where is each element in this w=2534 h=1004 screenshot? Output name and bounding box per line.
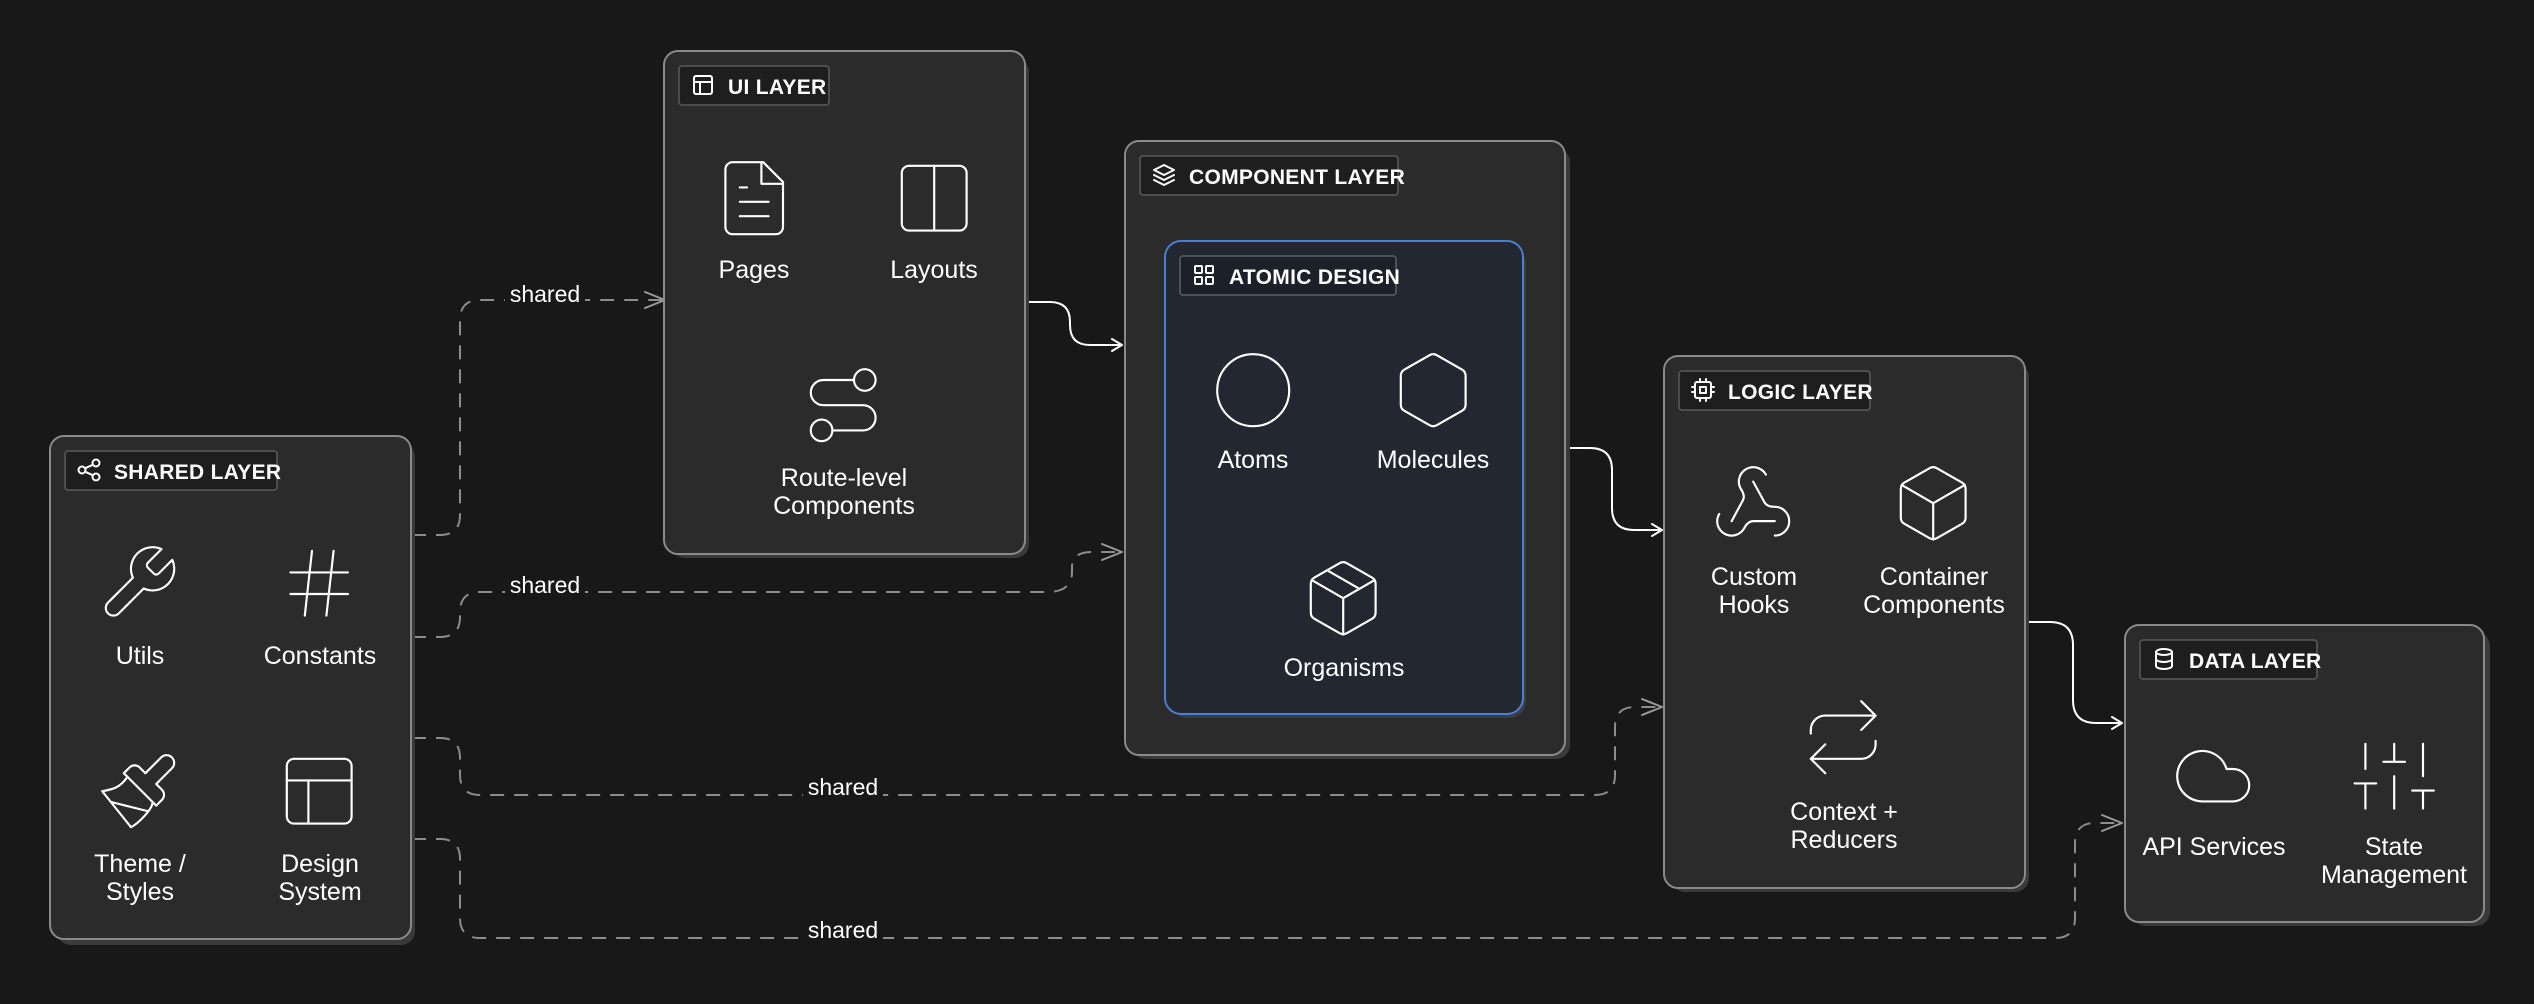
node-label: Constants	[264, 642, 377, 670]
edge-shared-to-component	[412, 543, 1123, 638]
group-panel	[1663, 355, 2026, 889]
cloud-icon	[2176, 749, 2251, 803]
node-label: Custom	[1711, 563, 1797, 591]
node-label: Utils	[116, 642, 165, 670]
group-title: DATA LAYER	[2189, 650, 2322, 673]
edge-shared-to-data	[412, 814, 2123, 939]
node-label: System	[278, 878, 361, 906]
node-label: State	[2365, 833, 2423, 861]
file-text-icon	[724, 161, 785, 236]
layers-icon	[1153, 164, 1175, 186]
node-label: Organisms	[1284, 654, 1405, 682]
node-label: Pages	[719, 256, 790, 284]
edge-label-shared-data: shared	[808, 917, 878, 943]
node-label: Styles	[106, 878, 174, 906]
node-theme-styles: Theme / Styles	[94, 754, 186, 906]
group-badge: COMPONENT LAYER	[1139, 155, 1405, 196]
node-custom-hooks: Custom Hooks	[1711, 466, 1797, 619]
package-icon	[1309, 561, 1377, 636]
node-label: Route-level	[781, 464, 907, 492]
paintbrush-icon	[101, 754, 176, 829]
group-data-layer: DATA LAYER API Services State Management	[2124, 624, 2490, 926]
circle-icon	[1216, 353, 1291, 428]
grid-icon	[1194, 265, 1214, 285]
edge-label-bg	[505, 281, 585, 309]
group-title: COMPONENT LAYER	[1189, 166, 1405, 189]
wrench-icon	[104, 546, 176, 617]
edge-label-bg	[803, 917, 883, 945]
node-layouts: Layouts	[890, 164, 978, 284]
share-icon	[77, 458, 101, 482]
edge-shared-to-ui	[412, 291, 666, 536]
group-ui-layer: UI LAYER Pages Layouts	[663, 50, 1029, 558]
hash-icon	[289, 549, 350, 617]
node-label: Components	[773, 492, 915, 520]
edge-ui-to-component	[1024, 301, 1123, 352]
node-route-level-components: Route-level Components	[773, 368, 915, 520]
group-badge: SHARED LAYER	[64, 450, 281, 491]
sliders-icon	[2353, 742, 2435, 810]
node-state-management: State Management	[2321, 742, 2467, 889]
node-utils: Utils	[104, 546, 176, 670]
node-label: Container	[1880, 563, 1988, 591]
node-label: Design	[281, 850, 359, 878]
group-title: UI LAYER	[728, 76, 826, 99]
node-label: Theme /	[94, 850, 186, 878]
edge-label-bg	[505, 572, 585, 600]
edge-label-bg	[803, 774, 883, 802]
group-component-layer: COMPONENT LAYER ATOMIC DESIGN Atoms	[1124, 140, 1570, 759]
node-organisms: Organisms	[1284, 561, 1405, 682]
edge-label-shared-component: shared	[510, 572, 580, 598]
node-label: Molecules	[1377, 446, 1490, 474]
node-label: Context +	[1790, 798, 1898, 826]
cpu-icon	[1691, 378, 1715, 402]
group-shared-layer: SHARED LAYER Utils Constants Theme /	[49, 435, 415, 945]
group-atomic-design: ATOMIC DESIGN Atoms Molecules	[1164, 240, 1526, 718]
hexagon-icon	[1399, 353, 1467, 428]
group-badge: DATA LAYER	[2139, 639, 2322, 680]
group-panel	[2124, 624, 2485, 923]
edge-component-to-logic	[1565, 447, 1663, 537]
node-label: Components	[1863, 591, 2005, 619]
columns-icon	[900, 164, 968, 232]
node-atoms: Atoms	[1216, 353, 1291, 474]
edge-label-shared-ui: shared	[510, 281, 580, 307]
node-label: Hooks	[1719, 591, 1790, 619]
node-pages: Pages	[719, 161, 790, 284]
group-panel	[1164, 240, 1524, 715]
edge-label-shared-logic: shared	[808, 774, 878, 800]
node-api-services: API Services	[2142, 749, 2286, 861]
group-logic-layer: LOGIC LAYER Custom Hooks Container Compo…	[1663, 355, 2029, 892]
repeat-icon	[1809, 700, 1877, 775]
node-label: Layouts	[890, 256, 978, 284]
edges: shared shared shared shared	[412, 281, 2123, 945]
layout-icon	[693, 75, 713, 95]
group-badge: LOGIC LAYER	[1678, 370, 1873, 411]
node-label: API Services	[2142, 833, 2285, 861]
group-title: LOGIC LAYER	[1728, 381, 1873, 404]
node-constants: Constants	[264, 549, 377, 670]
group-badge: ATOMIC DESIGN	[1179, 255, 1400, 296]
node-label: Atoms	[1218, 446, 1289, 474]
node-context-reducers: Context + Reducers	[1790, 700, 1898, 854]
webhook-icon	[1716, 466, 1791, 537]
node-molecules: Molecules	[1377, 353, 1490, 474]
group-panel	[49, 435, 412, 940]
route-icon	[809, 368, 877, 443]
box-icon	[1899, 466, 1967, 541]
edge-logic-to-data	[2024, 621, 2123, 730]
node-label: Reducers	[1791, 826, 1898, 854]
node-design-system: Design System	[278, 757, 362, 906]
group-title: SHARED LAYER	[114, 461, 281, 484]
node-label: Management	[2321, 861, 2467, 889]
group-title: ATOMIC DESIGN	[1229, 266, 1400, 289]
node-container-components: Container Components	[1863, 466, 2005, 619]
layout-grid-icon	[285, 757, 353, 825]
database-icon	[2155, 648, 2173, 670]
group-badge: UI LAYER	[678, 65, 830, 106]
edge-shared-to-logic	[412, 698, 1663, 796]
